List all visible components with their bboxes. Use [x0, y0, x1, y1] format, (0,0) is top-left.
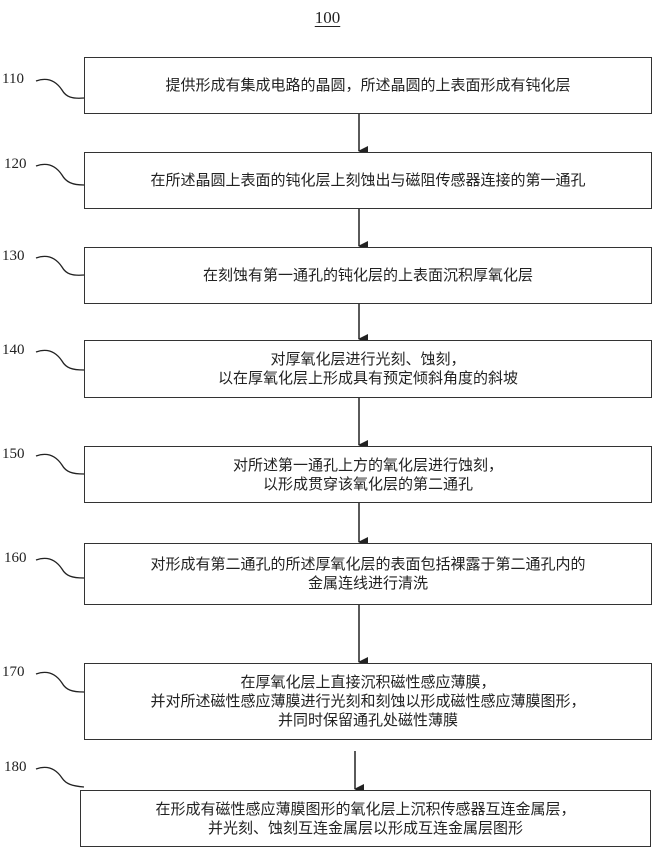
step-box-130: 在刻蚀有第一通孔的钝化层的上表面沉积厚氧化层 — [84, 247, 652, 304]
leader-180 — [35, 766, 85, 788]
step-text: 在所述晶圆上表面的钝化层上刻蚀出与磁阻传感器连接的第一通孔 — [150, 171, 586, 189]
step-box-170: 在厚氧化层上直接沉积磁性感应薄膜， 并对所述磁性感应薄膜进行光刻和刻蚀以形成磁性… — [84, 663, 652, 740]
leader-130 — [35, 255, 85, 276]
step-box-140: 对厚氧化层进行光刻、蚀刻， 以在厚氧化层上形成具有预定倾斜角度的斜坡 — [84, 340, 652, 398]
step-text: 并同时保留通孔处磁性薄膜 — [277, 711, 458, 729]
leader-160 — [35, 557, 85, 579]
step-box-160: 对形成有第二通孔的所述厚氧化层的表面包括裸露于第二通孔内的 金属连线进行清洗 — [84, 543, 652, 605]
step-text: 以形成贯穿该氧化层的第二通孔 — [262, 474, 473, 493]
step-label-110: 110 — [2, 71, 24, 87]
step-box-180: 在形成有磁性感应薄膜图形的氧化层上沉积传感器互连金属层， 并光刻、蚀刻互连金属层… — [80, 790, 651, 847]
step-text: 对所述第一通孔上方的氧化层进行蚀刻， — [232, 455, 503, 474]
step-box-120: 在所述晶圆上表面的钝化层上刻蚀出与磁阻传感器连接的第一通孔 — [84, 152, 652, 209]
leader-120 — [35, 163, 85, 186]
step-text: 以在厚氧化层上形成具有预定倾斜角度的斜坡 — [217, 369, 518, 387]
leader-110 — [35, 78, 85, 99]
step-text: 并光刻、蚀刻互连金属层以形成互连金属层图形 — [207, 818, 523, 837]
step-label-180: 180 — [4, 759, 27, 775]
step-text: 在厚氧化层上直接沉积磁性感应薄膜， — [240, 673, 496, 691]
step-text: 对形成有第二通孔的所述厚氧化层的表面包括裸露于第二通孔内的 — [150, 555, 586, 573]
step-text: 并对所述磁性感应薄膜进行光刻和刻蚀以形成磁性感应薄膜图形， — [150, 692, 586, 710]
step-label-160: 160 — [4, 550, 27, 566]
step-label-120: 120 — [4, 156, 27, 172]
step-text: 提供形成有集成电路的晶圆，所述晶圆的上表面形成有钝化层 — [165, 76, 571, 94]
step-label-170: 170 — [2, 664, 25, 680]
step-text: 在形成有磁性感应薄膜图形的氧化层上沉积传感器互连金属层， — [155, 799, 576, 818]
step-text: 对厚氧化层进行光刻、蚀刻， — [270, 350, 466, 368]
step-label-140: 140 — [2, 342, 25, 358]
step-text: 在刻蚀有第一通孔的钝化层的上表面沉积厚氧化层 — [202, 266, 533, 284]
step-label-130: 130 — [2, 248, 25, 264]
leader-170 — [35, 671, 85, 693]
leader-140 — [35, 349, 85, 371]
figure-number: 100 — [314, 8, 341, 27]
step-box-150: 对所述第一通孔上方的氧化层进行蚀刻， 以形成贯穿该氧化层的第二通孔 — [84, 446, 652, 503]
step-label-150: 150 — [2, 446, 25, 462]
step-box-110: 提供形成有集成电路的晶圆，所述晶圆的上表面形成有钝化层 — [84, 57, 652, 114]
leader-150 — [35, 453, 85, 475]
step-text: 金属连线进行清洗 — [307, 574, 428, 592]
